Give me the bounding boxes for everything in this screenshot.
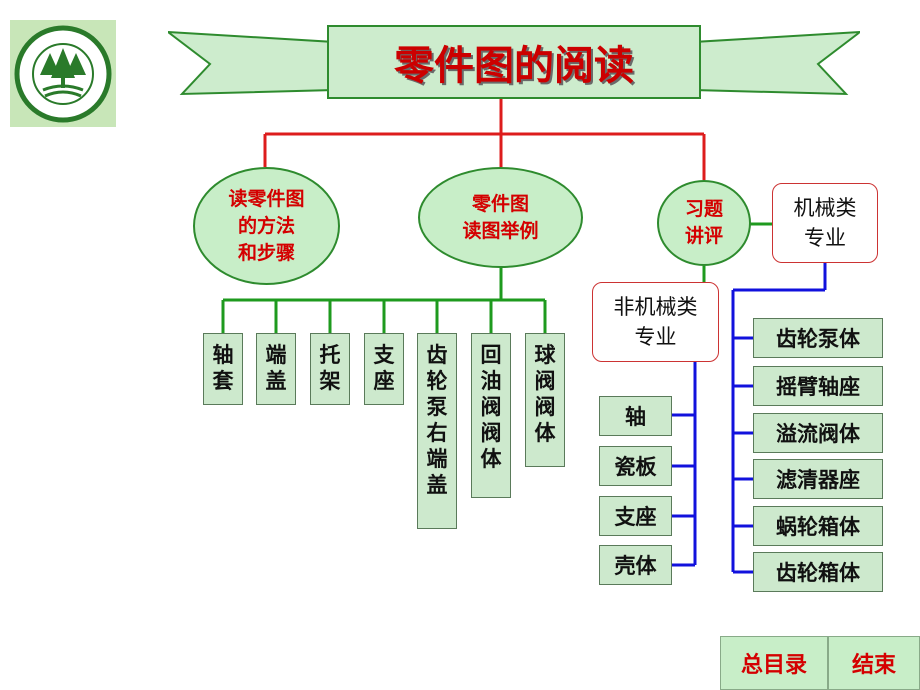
example-item[interactable]: 回 油 阀 阀 体	[471, 333, 511, 498]
non-mech-item[interactable]: 轴	[599, 396, 672, 436]
branch-examples[interactable]: 零件图 读图举例	[418, 167, 583, 268]
example-char: 回	[480, 343, 502, 367]
non-mech-item[interactable]: 壳体	[599, 545, 672, 585]
oval-line: 读零件图	[228, 187, 305, 210]
mech-item[interactable]: 溢流阀体	[753, 413, 883, 453]
mech-item[interactable]: 摇臂轴座	[753, 366, 883, 406]
mech-item[interactable]: 齿轮箱体	[753, 552, 883, 592]
non-mechanical-major-box[interactable]: 非机械类 专业	[592, 282, 719, 362]
oval-line: 习题	[684, 198, 723, 220]
box-line: 专业	[634, 325, 677, 349]
box-line: 专业	[804, 226, 846, 250]
example-char: 体	[534, 421, 556, 445]
example-char: 轴	[212, 343, 234, 367]
example-item[interactable]: 球 阀 阀 体	[525, 333, 565, 467]
example-item[interactable]: 齿 轮 泵 右 端 盖	[417, 333, 457, 529]
oval-line: 读图举例	[462, 219, 539, 242]
oval-line: 零件图	[471, 192, 529, 215]
university-logo	[10, 20, 116, 127]
emblem-icon	[14, 25, 112, 123]
example-char: 盖	[265, 369, 287, 393]
non-mech-item[interactable]: 瓷板	[599, 446, 672, 486]
end-button[interactable]: 结束	[828, 636, 920, 690]
example-char: 阀	[534, 369, 556, 393]
oval-line: 讲评	[684, 225, 723, 247]
page-title: 零件图的阅读	[394, 43, 634, 89]
example-char: 盖	[426, 473, 448, 497]
example-item[interactable]: 托 架	[310, 333, 350, 405]
example-char: 阀	[534, 395, 556, 419]
box-line: 非机械类	[613, 295, 698, 319]
example-char: 体	[480, 447, 502, 471]
example-char: 泵	[426, 395, 448, 419]
example-char: 阀	[480, 421, 502, 445]
example-item[interactable]: 支 座	[364, 333, 404, 405]
example-char: 轮	[426, 369, 448, 393]
example-item[interactable]: 端 盖	[256, 333, 296, 405]
example-char: 托	[319, 343, 341, 367]
example-char: 右	[426, 421, 448, 445]
non-mech-item[interactable]: 支座	[599, 496, 672, 536]
example-char: 齿	[426, 343, 448, 367]
branch-reading-method[interactable]: 读零件图 的方法 和步骤	[193, 167, 340, 285]
example-char: 阀	[480, 395, 502, 419]
table-of-contents-button[interactable]: 总目录	[720, 636, 828, 690]
example-char: 架	[319, 369, 341, 393]
example-char: 端	[265, 343, 287, 367]
box-line: 机械类	[793, 196, 857, 220]
example-char: 油	[480, 369, 502, 393]
oval-line: 的方法	[237, 214, 295, 237]
oval-line: 和步骤	[237, 241, 295, 264]
example-char: 套	[212, 369, 234, 393]
mech-item[interactable]: 滤清器座	[753, 459, 883, 499]
example-char: 支	[373, 343, 395, 367]
mechanical-major-box[interactable]: 机械类 专业	[772, 183, 878, 263]
example-item[interactable]: 轴 套	[203, 333, 243, 405]
title-banner: 零件图的阅读	[164, 22, 864, 104]
example-char: 端	[426, 447, 448, 471]
mech-item[interactable]: 蜗轮箱体	[753, 506, 883, 546]
ribbon-banner	[164, 25, 864, 99]
branch-exercise-review[interactable]: 习题 讲评	[657, 180, 751, 266]
example-char: 球	[534, 343, 556, 367]
mech-item[interactable]: 齿轮泵体	[753, 318, 883, 358]
example-char: 座	[373, 369, 395, 393]
